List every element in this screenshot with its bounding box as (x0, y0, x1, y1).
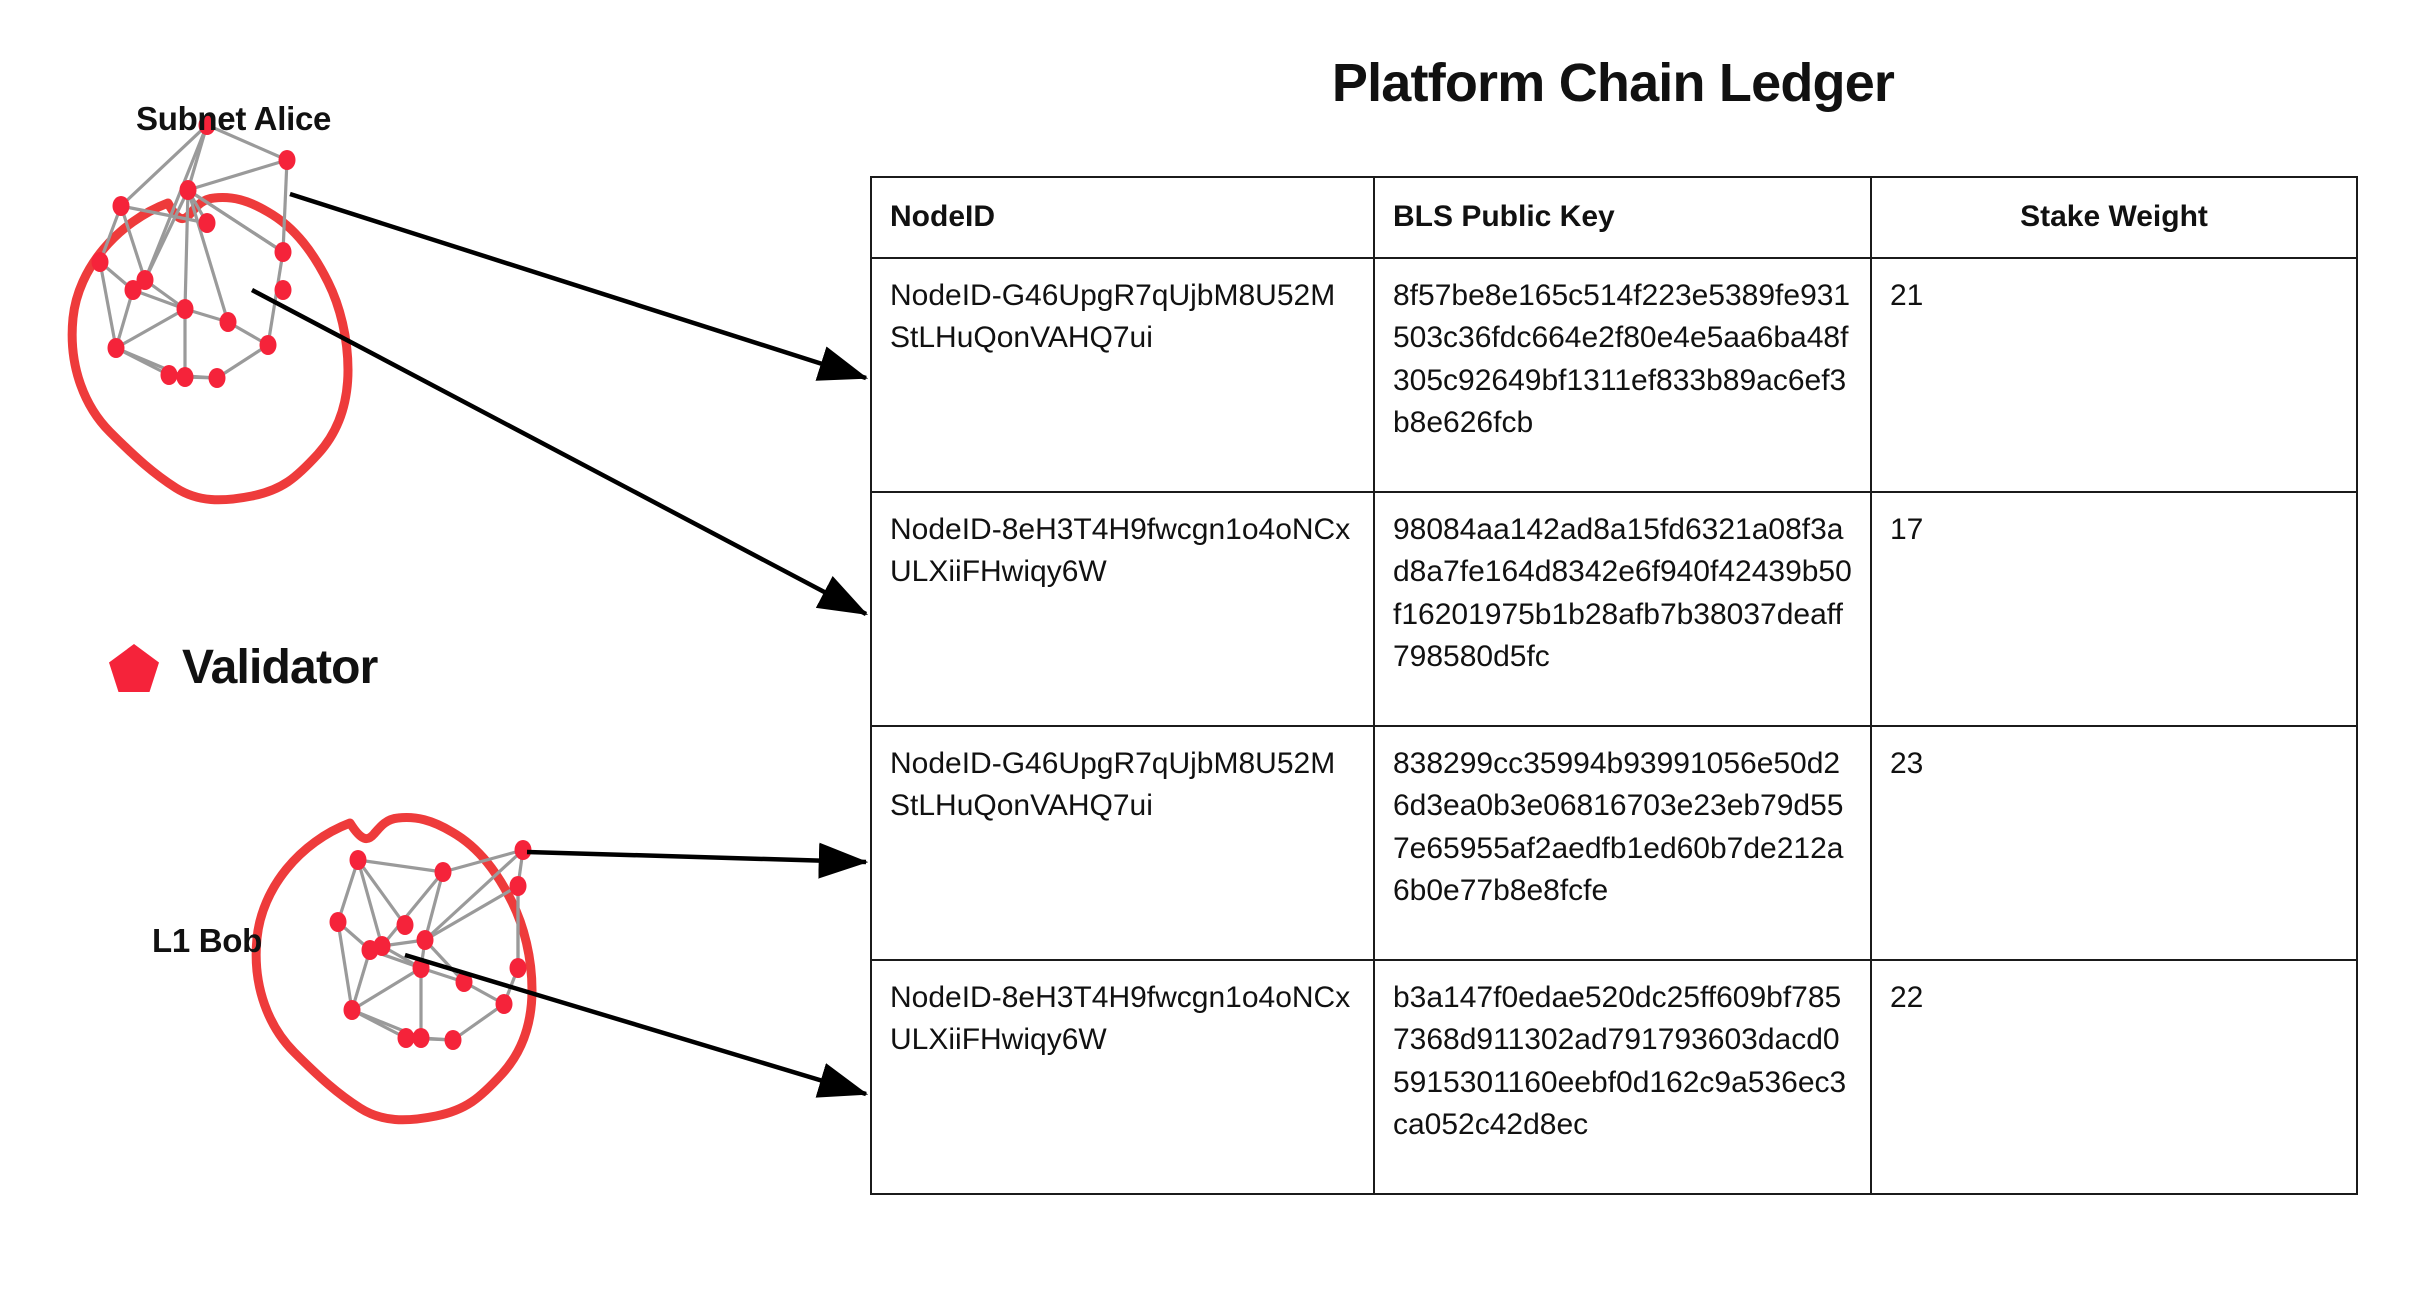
validator-node (259, 335, 277, 355)
validator-node (219, 312, 237, 332)
cell-stake: 22 (1870, 958, 2358, 1195)
pentagon-icon (109, 643, 159, 692)
validator-node (160, 365, 178, 385)
page-title: Platform Chain Ledger (1331, 53, 1895, 113)
validator-node (495, 994, 513, 1014)
cell-nodeid: NodeID-8eH3T4H9fwcgn1o4oNCxULXiiFHwiqy6W (870, 958, 1375, 1195)
validator-node (329, 912, 347, 932)
l1-bob-group (251, 813, 537, 1125)
validator-node (434, 862, 452, 882)
validator-node (91, 252, 109, 272)
cell-bls: 838299cc35994b93991056e50d26d3ea0b3e0681… (1373, 724, 1872, 961)
validator-node (397, 1028, 415, 1048)
table-row: NodeID-8eH3T4H9fwcgn1o4oNCxULXiiFHwiqy6W… (870, 958, 2358, 1195)
l1-bob-nodes (329, 840, 532, 1050)
validator-node (361, 940, 379, 960)
cell-bls: b3a147f0edae520dc25ff609bf7857368d911302… (1373, 958, 1872, 1195)
arrow-bob-row4 (404, 952, 869, 1098)
arrow-alice-row1 (289, 191, 869, 381)
validator-node (208, 368, 226, 388)
validator-node (349, 850, 367, 870)
subnet-alice-group (67, 115, 353, 505)
validator-node (444, 1030, 462, 1050)
cell-nodeid: NodeID-8eH3T4H9fwcgn1o4oNCxULXiiFHwiqy6W (870, 490, 1375, 727)
l1-bob-outline (251, 813, 537, 1125)
column-header-bls: BLS Public Key (1373, 176, 1872, 259)
validator-node (509, 958, 527, 978)
validator-node (412, 1028, 430, 1048)
validator-node (274, 242, 292, 262)
validator-node (176, 367, 194, 387)
validator-node (112, 196, 130, 216)
table-row: NodeID-8eH3T4H9fwcgn1o4oNCxULXiiFHwiqy6W… (870, 490, 2358, 727)
l1-bob-label: L1 Bob (152, 922, 263, 959)
validator-node (278, 150, 296, 170)
validator-node (416, 930, 434, 950)
subnet-alice-label: Subnet Alice (136, 100, 332, 137)
cell-stake: 17 (1870, 490, 2358, 727)
subnet-alice-edges (98, 123, 289, 380)
validator-node (274, 280, 292, 300)
validator-node (509, 876, 527, 896)
validator-node (176, 299, 194, 319)
platform-chain-ledger-table: NodeID BLS Public Key Stake Weight NodeI… (870, 176, 2358, 1195)
validator-node (136, 270, 154, 290)
legend-label: Validator (182, 641, 378, 694)
validator-node (124, 280, 142, 300)
cell-bls: 98084aa142ad8a15fd6321a08f3ad8a7fe164d83… (1373, 490, 1872, 727)
subnet-alice-outline (67, 193, 353, 505)
cell-bls: 8f57be8e165c514f223e5389fe931503c36fdc66… (1373, 256, 1872, 493)
validator-node (514, 840, 532, 860)
validator-node (179, 180, 197, 200)
cell-stake: 21 (1870, 256, 2358, 493)
table-row: NodeID-G46UpgR7qUjbM8U52MStLHuQonVAHQ7ui… (870, 256, 2358, 493)
cell-nodeid: NodeID-G46UpgR7qUjbM8U52MStLHuQonVAHQ7ui (870, 256, 1375, 493)
column-header-stake: Stake Weight (1870, 176, 2358, 259)
validator-node (343, 1000, 361, 1020)
validator-node (198, 213, 216, 233)
arrow-alice-row2 (250, 288, 868, 616)
arrow-bob-row3 (526, 842, 869, 879)
connector-arrows (250, 191, 869, 1098)
table-row: NodeID-G46UpgR7qUjbM8U52MStLHuQonVAHQ7ui… (870, 724, 2358, 961)
legend: Validator (108, 640, 378, 695)
validator-node (198, 115, 216, 135)
validator-node (455, 972, 473, 992)
validator-node (396, 915, 414, 935)
subnet-alice-nodes (91, 115, 296, 388)
column-header-nodeid: NodeID (870, 176, 1375, 259)
validator-node (107, 338, 125, 358)
cell-stake: 23 (1870, 724, 2358, 961)
cell-nodeid: NodeID-G46UpgR7qUjbM8U52MStLHuQonVAHQ7ui (870, 724, 1375, 961)
table-header-row: NodeID BLS Public Key Stake Weight (870, 176, 2358, 259)
